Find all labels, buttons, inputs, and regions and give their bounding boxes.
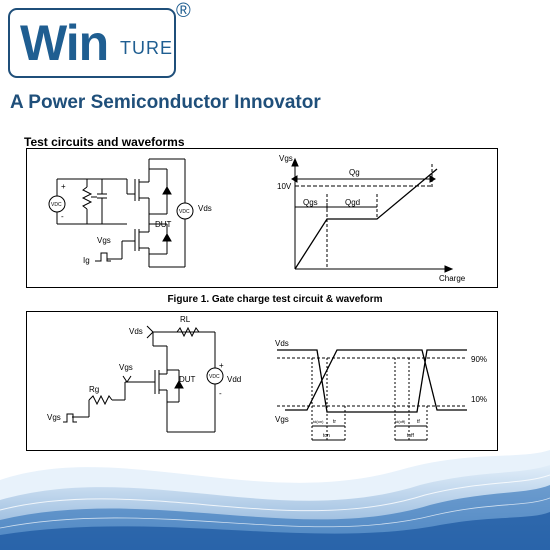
minus-sign-2: - <box>219 389 222 398</box>
p10-label: 10% <box>471 395 487 404</box>
figure2-diagram: Vds RL Vgs DUT Rg Vgs VDC Vdd + - <box>47 315 487 441</box>
rg-label: Rg <box>89 385 99 394</box>
tdoff-label: td(off) <box>395 419 406 424</box>
vdd-label: Vdd <box>227 375 241 384</box>
figure1-caption: Figure 1. Gate charge test circuit & wav… <box>167 294 383 305</box>
vdc2-label: VDC <box>179 209 190 215</box>
vdc1-label: VDC <box>51 202 62 208</box>
logo-ture-text: TURE <box>120 38 173 58</box>
qgs-label: Qgs <box>303 198 318 207</box>
wave-vds-label: Vds <box>275 339 289 348</box>
vgs-input-label: Vgs <box>47 413 61 422</box>
level-10v-label: 10V <box>277 182 292 191</box>
figure2-panel: Vds RL Vgs DUT Rg Vgs VDC Vdd + - <box>26 311 498 451</box>
p90-label: 90% <box>471 355 487 364</box>
logo-win-text: Win <box>20 15 109 71</box>
tf-label: tf <box>417 419 420 425</box>
dut-label: DUT <box>155 220 172 229</box>
tdon-label: td(on) <box>313 419 324 424</box>
ig-label: Ig <box>83 256 90 265</box>
plus-sign-2: + <box>219 361 224 370</box>
waveform1-y-label: Vgs <box>279 154 293 163</box>
vds2-label: Vds <box>129 327 143 336</box>
figure1-panel: VDC VDC + - Vds DUT Vgs Ig V <box>26 148 498 288</box>
ton-label: ton <box>323 433 330 439</box>
section-title: Test circuits and waveforms <box>24 135 185 149</box>
toff-label: toff <box>407 433 414 439</box>
figure1-diagram: VDC VDC + - Vds DUT Vgs Ig V <box>48 154 466 283</box>
qgd-label: Qgd <box>345 198 360 207</box>
minus-sign: - <box>61 212 64 221</box>
company-logo: Win TURE <box>8 8 176 78</box>
dut2-label: DUT <box>179 375 196 384</box>
decorative-wave-background <box>0 450 550 550</box>
waveform1-x-label: Charge <box>439 274 466 283</box>
company-tagline: A Power Semiconductor Innovator <box>10 92 321 113</box>
wave-vgs-label: Vgs <box>275 415 289 424</box>
registered-mark: ® <box>176 0 191 22</box>
vds-label: Vds <box>198 204 212 213</box>
tr-label: tr <box>333 419 336 425</box>
plus-sign: + <box>61 182 66 191</box>
vdc3-label: VDC <box>209 374 220 380</box>
qg-label: Qg <box>349 168 360 177</box>
vgs2-label: Vgs <box>119 363 133 372</box>
rl-label: RL <box>180 315 191 324</box>
vgs-label: Vgs <box>97 236 111 245</box>
